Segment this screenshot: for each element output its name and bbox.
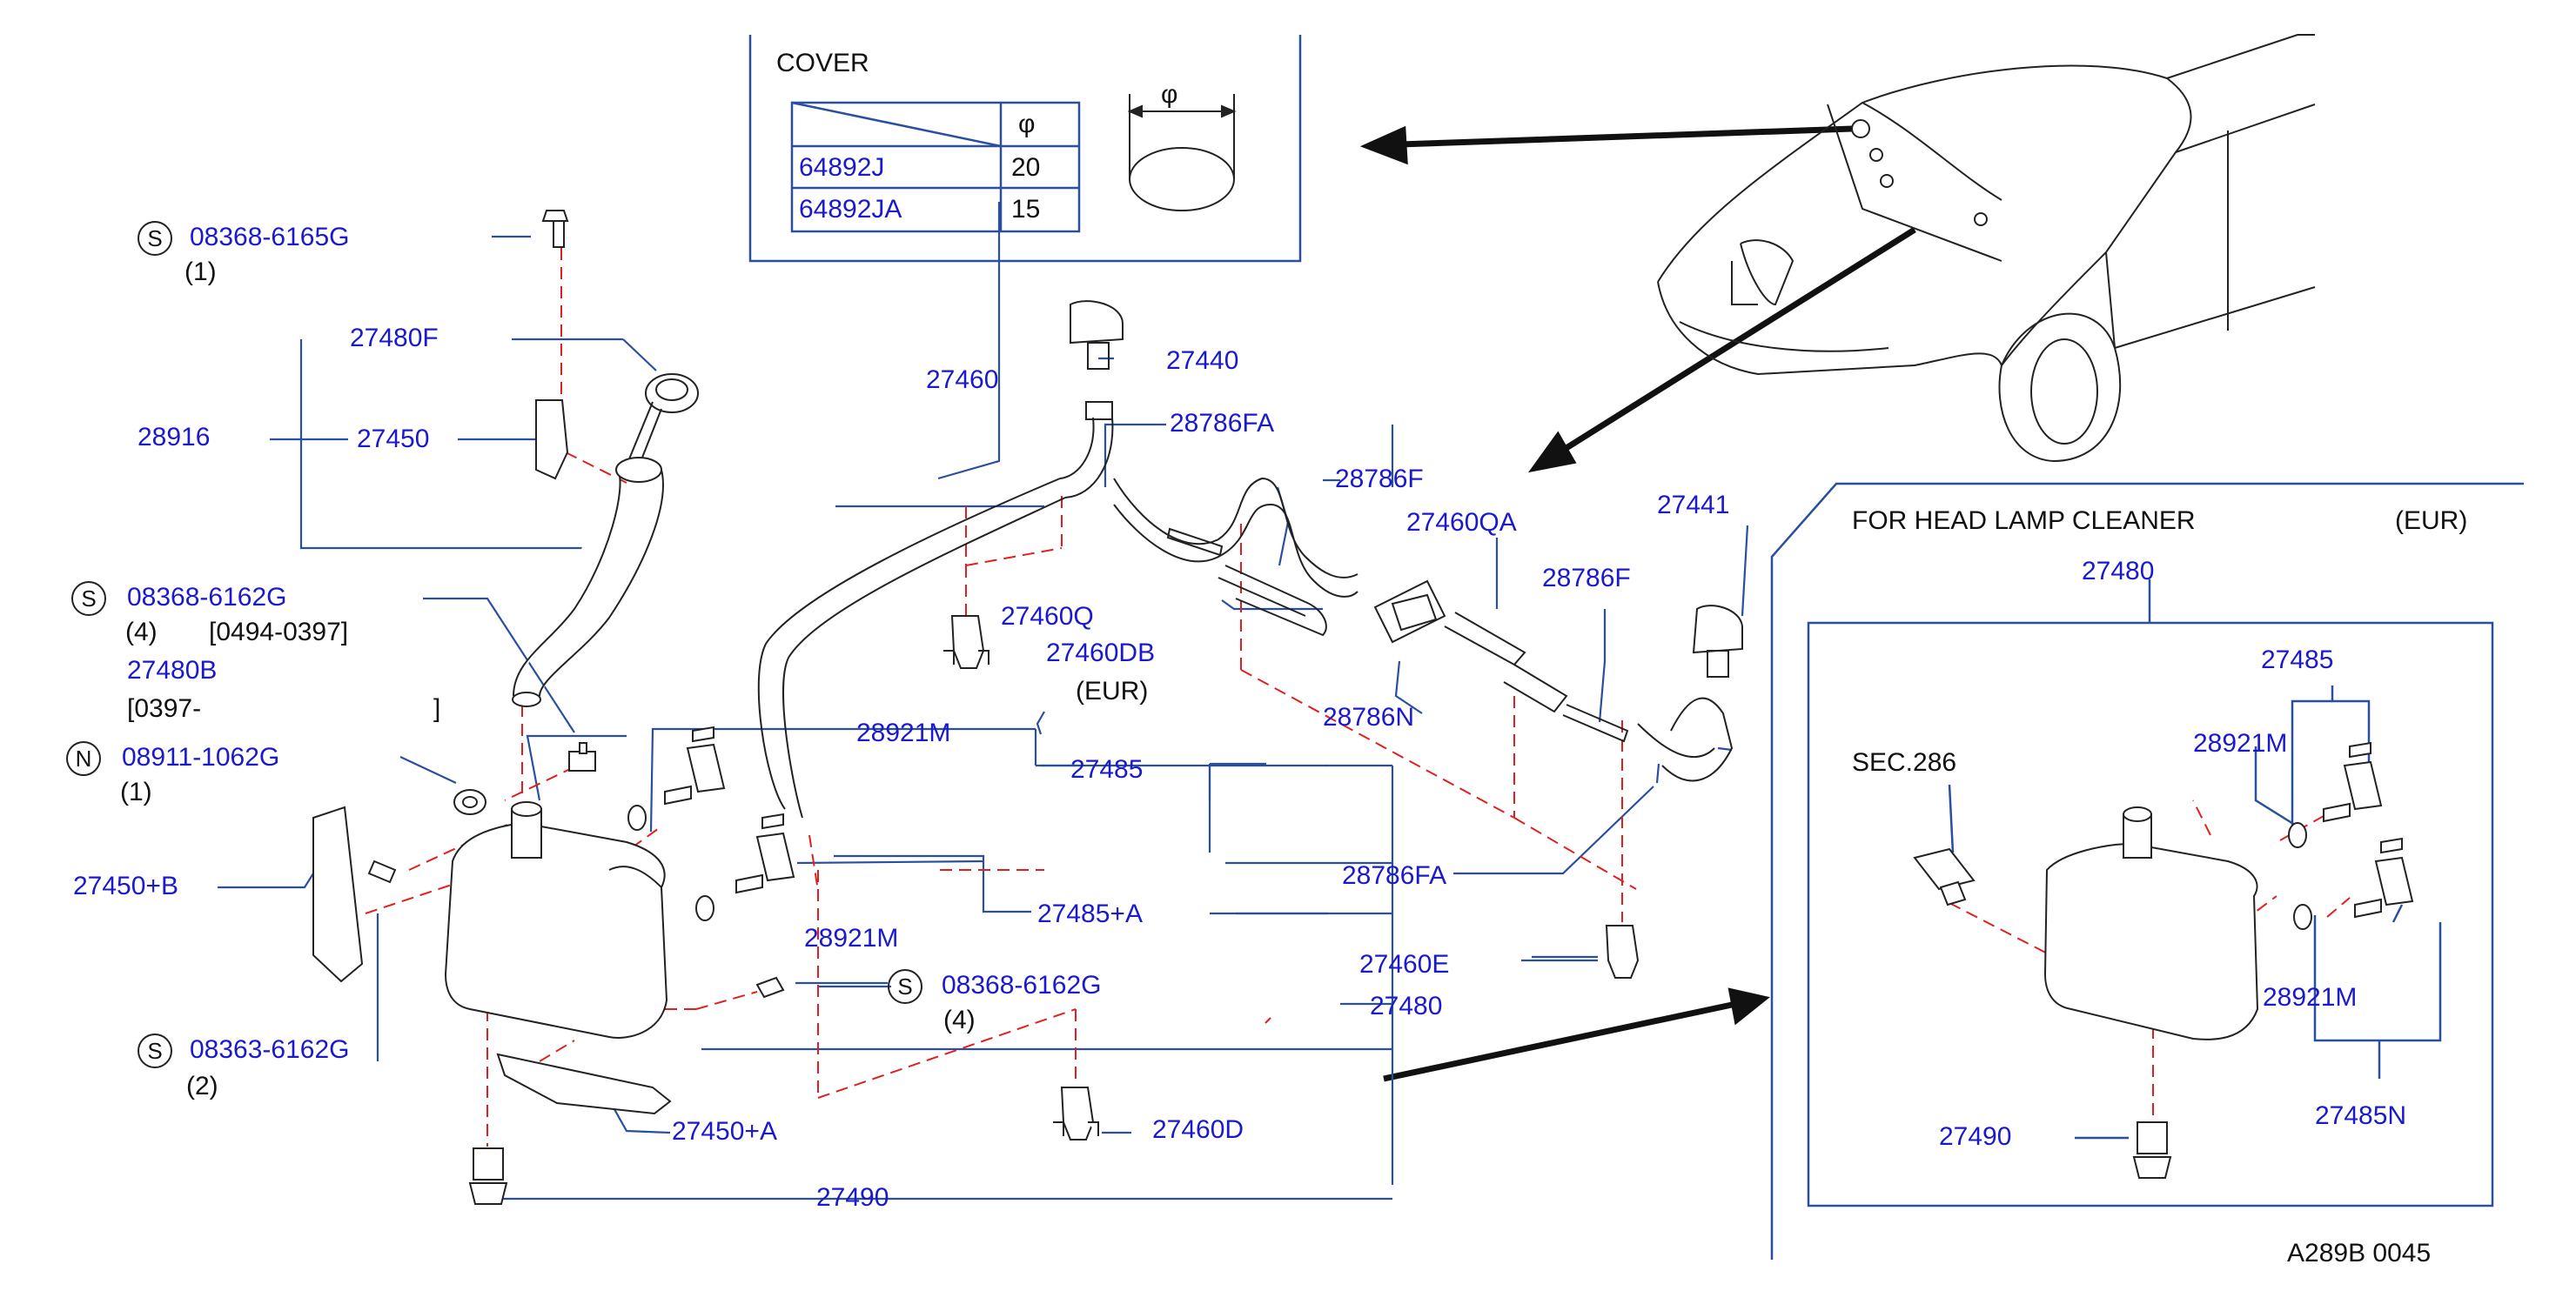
pointer-arrows	[1359, 125, 1916, 1082]
label-27480: 27480	[1370, 992, 1443, 1020]
label-27460E: 27460E	[1359, 950, 1450, 979]
label-27480B: 27480B	[127, 656, 218, 685]
label-28916: 28916	[138, 423, 211, 452]
screw-symbol-icon: S	[138, 1033, 172, 1068]
label-27460D: 27460D	[1152, 1115, 1244, 1144]
screw-symbol-icon: S	[888, 969, 922, 1004]
cover-row-2-value: 15	[1011, 195, 1041, 224]
cover-title: COVER	[776, 49, 869, 77]
label-28786N: 28786N	[1323, 703, 1415, 732]
qty-08911-1062G: (1)	[120, 778, 152, 806]
hose-drawings	[757, 300, 1743, 979]
cover-box	[748, 35, 1302, 263]
hl-label-sec286: SEC.286	[1852, 748, 1957, 777]
hl-label-27490: 27490	[1939, 1122, 2012, 1151]
label-27440: 27440	[1166, 346, 1239, 375]
date-27480B-open: [0397-	[127, 694, 202, 723]
cover-row-1-value: 20	[1011, 153, 1041, 182]
label-08368-6165G: 08368-6165G	[190, 223, 350, 251]
hl-label-27480: 27480	[2082, 557, 2155, 585]
label-27485A: 27485+A	[1037, 900, 1143, 928]
head-lamp-section-frame	[1770, 482, 2524, 1260]
label-eur-1: (EUR)	[1076, 677, 1149, 706]
cover-row-2-part: 64892JA	[799, 195, 902, 224]
hl-label-27485N: 27485N	[2315, 1101, 2407, 1130]
label-27450B: 27450+B	[73, 872, 178, 900]
qty-08368-6162G-b: (4)	[943, 1006, 976, 1034]
label-28786F-right: 28786F	[1542, 564, 1631, 592]
qty-08368-6162G-a: (4)	[125, 618, 158, 646]
leader-lines-mid	[496, 425, 1598, 1201]
label-28786FA-top: 28786FA	[1170, 409, 1275, 438]
date-27480B-close: ]	[433, 694, 441, 723]
hl-label-27485: 27485	[2261, 646, 2334, 674]
cover-phi-dimension: φ	[1161, 80, 1178, 109]
label-27460Q: 27460Q	[1001, 602, 1094, 631]
qty-08363-6162G: (2)	[186, 1072, 218, 1100]
label-27485: 27485	[1070, 755, 1144, 784]
label-27490: 27490	[816, 1183, 889, 1212]
label-28786F-top: 28786F	[1335, 465, 1424, 493]
label-27450A: 27450+A	[672, 1117, 777, 1146]
car-sketch	[1657, 34, 2316, 463]
label-08363-6162G: 08363-6162G	[190, 1035, 350, 1064]
label-08911-1062G: 08911-1062G	[122, 743, 280, 772]
qty-08368-6165G: (1)	[184, 258, 217, 286]
date-08368-6162G-a: [0494-0397]	[209, 618, 349, 646]
diagram-code: A289B 0045	[2287, 1239, 2432, 1268]
label-08368-6162G-b: 08368-6162G	[942, 971, 1102, 1000]
label-08368-6162G-a: 08368-6162G	[127, 583, 287, 612]
label-27441: 27441	[1657, 491, 1730, 519]
hl-label-28921M-b: 28921M	[2263, 983, 2358, 1012]
head-lamp-eur: (EUR)	[2395, 506, 2468, 535]
head-lamp-parts	[1913, 741, 2414, 1179]
screw-symbol-icon: S	[71, 581, 106, 616]
label-27460DB: 27460DB	[1046, 639, 1156, 667]
nut-symbol-icon: N	[66, 741, 101, 776]
label-28921M-b: 28921M	[804, 924, 899, 953]
label-27450: 27450	[357, 425, 430, 453]
cover-row-1-part: 64892J	[799, 153, 885, 182]
screw-symbol-icon: S	[138, 221, 172, 256]
label-28786FA-mid: 28786FA	[1342, 861, 1447, 890]
hl-label-28921M-a: 28921M	[2193, 729, 2288, 758]
left-part-drawings	[312, 210, 1099, 1205]
cover-phi-header: φ	[1018, 110, 1036, 138]
cover-cap-drawing	[1127, 94, 1237, 211]
label-27460QA: 27460QA	[1406, 508, 1517, 537]
head-lamp-title: FOR HEAD LAMP CLEANER	[1852, 506, 2196, 535]
label-28921M-a: 28921M	[856, 719, 951, 747]
label-27480F: 27480F	[350, 324, 439, 352]
leader-lines-right	[1453, 763, 1660, 959]
label-27460: 27460	[926, 365, 999, 394]
